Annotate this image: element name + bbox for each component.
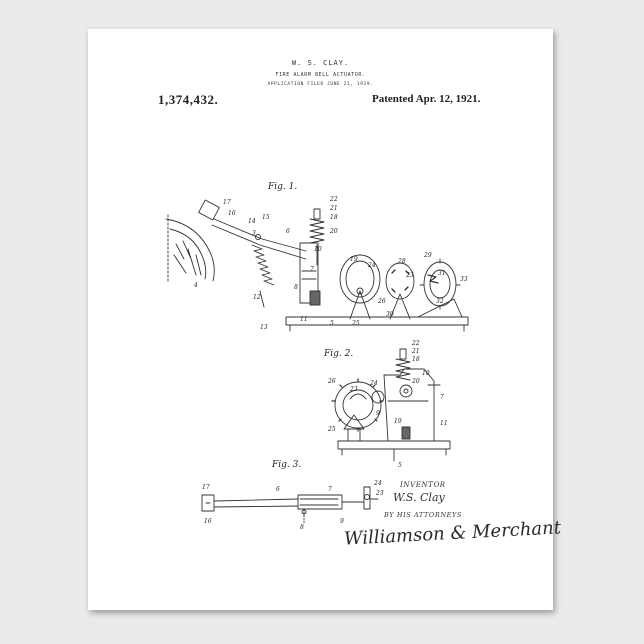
arm-plan bbox=[298, 495, 342, 509]
attorneys-label: BY HIS ATTORNEYS bbox=[384, 511, 462, 519]
svg-text:16: 16 bbox=[204, 518, 212, 525]
svg-text:17: 17 bbox=[202, 484, 210, 491]
base-plate-fig2 bbox=[338, 441, 450, 449]
svg-text:7: 7 bbox=[440, 394, 444, 401]
svg-text:22: 22 bbox=[329, 196, 338, 203]
svg-text:26: 26 bbox=[327, 378, 336, 385]
svg-text:31: 31 bbox=[438, 270, 446, 277]
base-plate-5 bbox=[286, 317, 468, 325]
inventor-signature: W.S. Clay bbox=[393, 491, 445, 504]
svg-text:20: 20 bbox=[329, 228, 338, 235]
svg-text:7: 7 bbox=[310, 266, 314, 273]
svg-text:21: 21 bbox=[411, 348, 420, 355]
svg-text:25: 25 bbox=[351, 320, 360, 327]
figure-1-label: Fig. 1. bbox=[267, 182, 297, 192]
svg-text:13: 13 bbox=[260, 324, 268, 331]
svg-text:33: 33 bbox=[460, 276, 468, 283]
svg-text:21: 21 bbox=[329, 205, 338, 212]
svg-text:6: 6 bbox=[286, 228, 290, 235]
svg-text:11: 11 bbox=[440, 420, 448, 427]
patent-poster: W. S. CLAY. FIRE ALARM BELL ACTUATOR. AP… bbox=[88, 29, 553, 610]
figure-2-refs: 22 21 18 26 23 24 10 20 7 9 11 19 25 5 bbox=[327, 340, 448, 469]
svg-text:28: 28 bbox=[397, 258, 406, 265]
svg-text:4: 4 bbox=[193, 282, 198, 289]
svg-text:20: 20 bbox=[411, 378, 420, 385]
svg-text:6: 6 bbox=[276, 486, 280, 493]
svg-text:16: 16 bbox=[228, 210, 236, 217]
figure-3-drawing: Fig. 3. 17 16 6 7 8 9 24 23 bbox=[202, 460, 384, 531]
svg-text:12: 12 bbox=[253, 294, 261, 301]
svg-text:24: 24 bbox=[367, 262, 376, 269]
spring-12 bbox=[252, 245, 274, 285]
svg-text:17: 17 bbox=[223, 199, 231, 206]
svg-text:10: 10 bbox=[314, 246, 322, 253]
svg-text:32: 32 bbox=[436, 298, 444, 305]
svg-text:7: 7 bbox=[328, 486, 332, 493]
svg-text:3: 3 bbox=[252, 230, 256, 237]
svg-text:11: 11 bbox=[300, 316, 308, 323]
svg-text:5: 5 bbox=[330, 320, 334, 327]
svg-text:19: 19 bbox=[394, 418, 402, 425]
svg-text:18: 18 bbox=[330, 214, 338, 221]
svg-text:5: 5 bbox=[398, 462, 402, 469]
svg-text:24: 24 bbox=[373, 480, 382, 487]
svg-text:24: 24 bbox=[369, 380, 378, 387]
svg-text:18: 18 bbox=[412, 356, 420, 363]
svg-text:25: 25 bbox=[327, 426, 336, 433]
svg-text:23: 23 bbox=[405, 272, 414, 279]
figure-1-refs: 17 16 15 14 3 6 10 22 21 18 20 19 24 28 … bbox=[193, 196, 468, 331]
svg-text:19: 19 bbox=[350, 256, 358, 263]
svg-text:15: 15 bbox=[262, 214, 270, 221]
figure-3-label: Fig. 3. bbox=[271, 460, 301, 470]
svg-text:22: 22 bbox=[411, 340, 420, 347]
svg-text:9: 9 bbox=[376, 410, 380, 417]
svg-text:29: 29 bbox=[423, 252, 432, 259]
svg-text:10: 10 bbox=[422, 370, 430, 377]
svg-text:23: 23 bbox=[349, 386, 358, 393]
svg-text:30: 30 bbox=[386, 311, 394, 318]
figure-1-drawing: Fig. 1. bbox=[166, 182, 468, 331]
bell-outline bbox=[166, 219, 214, 281]
svg-text:26: 26 bbox=[377, 298, 386, 305]
svg-text:8: 8 bbox=[294, 284, 298, 291]
spring-18-fig2 bbox=[396, 359, 410, 380]
spring-18 bbox=[310, 219, 324, 243]
svg-text:14: 14 bbox=[248, 218, 256, 225]
svg-text:8: 8 bbox=[300, 524, 304, 531]
figure-2-drawing: Fig. 2. 22 21 bbox=[323, 340, 450, 469]
inventor-label: INVENTOR bbox=[400, 481, 446, 489]
figure-2-label: Fig. 2. bbox=[323, 349, 353, 359]
svg-text:23: 23 bbox=[375, 490, 384, 497]
figure-3-refs: 17 16 6 7 8 9 24 23 bbox=[202, 480, 384, 531]
svg-text:9: 9 bbox=[340, 518, 344, 525]
hammer-head bbox=[199, 200, 220, 220]
